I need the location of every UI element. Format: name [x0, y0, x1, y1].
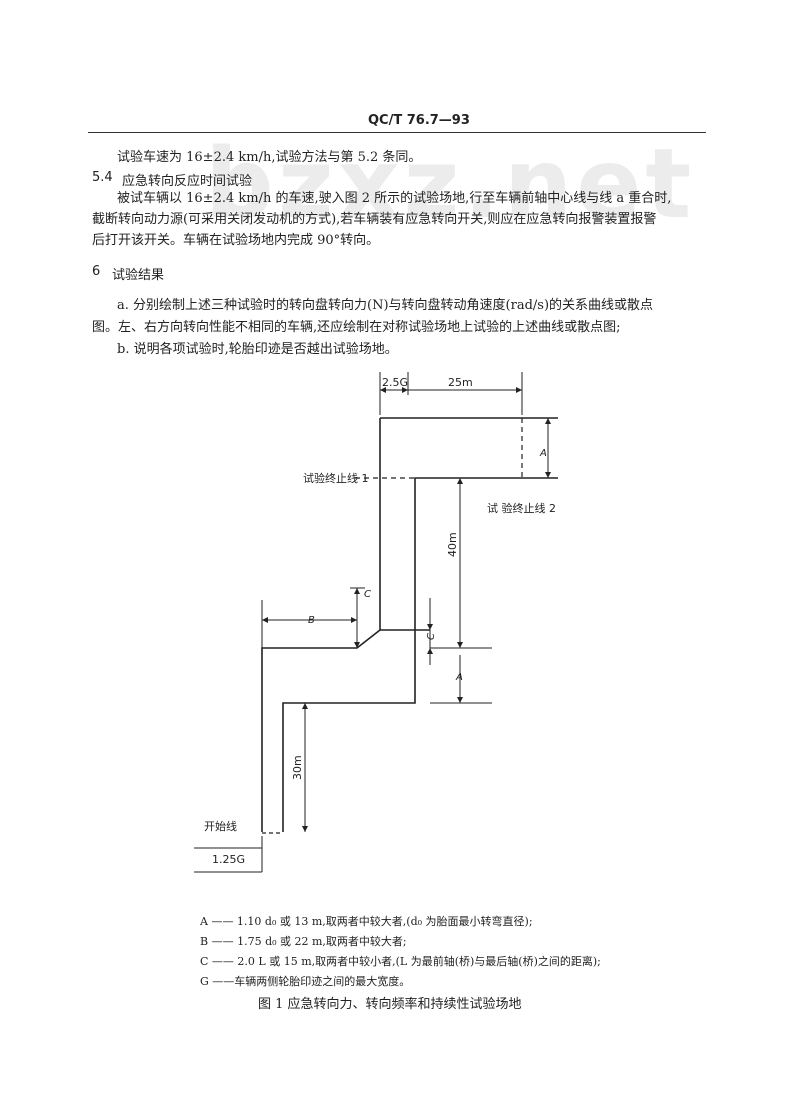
watermark: bzxz.net	[205, 128, 696, 240]
section-5-4-title: 应急转向反应时间试验	[122, 174, 253, 189]
dim-25m: 25m	[448, 376, 473, 389]
dim-30m: 30m	[291, 755, 304, 780]
item-a-line-1: a. 分别绘制上述三种试验时的转向盘转向力(N)与转向盘转动角速度(rad/s)…	[117, 298, 654, 313]
dimension-arrows	[262, 387, 551, 832]
stop-line-2-label: 试 验终止线 2	[487, 501, 556, 515]
dashed-lines	[262, 418, 523, 834]
header-rule	[88, 132, 706, 133]
section-6-number: 6	[92, 264, 101, 279]
item-b: b. 说明各项试验时,轮胎印迹是否越出试验场地。	[117, 342, 398, 357]
label-a-mid: A	[455, 672, 463, 683]
legend-b: B —— 1.75 d₀ 或 22 m,取两者中较大者;	[200, 935, 407, 948]
body-line-1: 试验车速为 16±2.4 km/h,试验方法与第 5.2 条同。	[117, 150, 422, 165]
para-5-4-line-3: 后打开该开关。车辆在试验场地内完成 90°转向。	[92, 233, 380, 248]
dimension-lines	[194, 372, 549, 873]
label-c-right: C	[426, 633, 437, 640]
dim-1-25g: 1.25G	[212, 853, 245, 866]
label-b: B	[308, 615, 315, 626]
section-6-title: 试验结果	[112, 268, 165, 283]
item-a-line-2: 图。左、右方向转向性能不相同的车辆,还应绘制在对称试验场地上试验的上述曲线或散点…	[92, 320, 621, 335]
dim-2-5g: 2.5G	[382, 376, 408, 389]
label-c-left: C	[364, 589, 371, 600]
dim-40m: 40m	[446, 532, 459, 557]
legend-g: G ——车辆两侧轮胎印迹之间的最大宽度。	[200, 975, 411, 988]
figure-caption: 图 1 应急转向力、转向频率和持续性试验场地	[258, 997, 522, 1012]
header-code: QC/T 76.7—93	[368, 113, 470, 128]
section-5-4-number: 5.4	[92, 170, 113, 185]
para-5-4-line-1: 被试车辆以 16±2.4 km/h 的车速,驶入图 2 所示的试验场地,行至车辆…	[117, 191, 672, 206]
legend-a: A —— 1.10 d₀ 或 13 m,取两者中较大者,(d₀ 为胎面最小转弯直…	[200, 915, 533, 928]
para-5-4-line-2: 截断转向动力源(可采用关闭发动机的方式),若车辆装有应急转向开关,则应在应急转向…	[92, 212, 657, 227]
legend-c: C —— 2.0 L 或 15 m,取两者中较小者,(L 为最前轴(桥)与最后轴…	[200, 955, 601, 968]
start-line-label: 开始线	[204, 819, 237, 833]
stop-line-1-label: 试验终止线 1	[303, 471, 369, 485]
label-a-right: A	[539, 448, 547, 459]
